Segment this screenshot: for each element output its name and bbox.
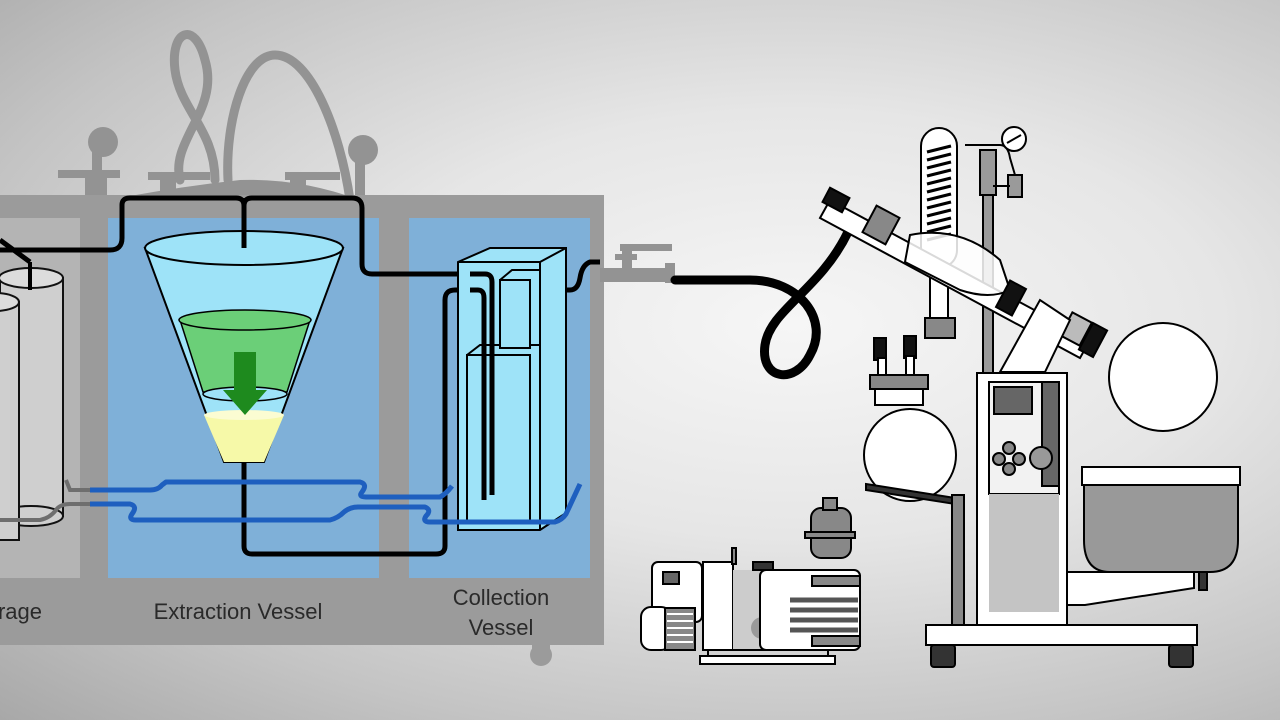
control-button-left xyxy=(992,452,1006,466)
rotavap-base xyxy=(925,624,1198,646)
extract-liquid xyxy=(204,415,284,462)
rotary-evaporator xyxy=(818,126,1241,668)
control-button-right xyxy=(1012,452,1026,466)
storage-cylinders xyxy=(0,267,64,541)
vacuum-pump xyxy=(640,497,861,665)
heating-bath xyxy=(1083,484,1239,573)
coolant-lines xyxy=(90,479,583,525)
storage-label: rage xyxy=(0,599,43,624)
outlet-valve xyxy=(600,244,675,283)
extraction-vessel-label: Extraction Vessel xyxy=(153,599,323,624)
hose-loops-silhouette xyxy=(169,30,355,205)
downward-arrow-icon xyxy=(223,352,267,415)
vacuum-hose xyxy=(670,227,853,380)
control-button-down xyxy=(1002,462,1016,476)
evaporating-flask xyxy=(1108,322,1218,432)
display-screen xyxy=(993,386,1033,415)
collection-vessel-label-line2: Vessel xyxy=(468,615,534,640)
collection-vessel-label-line1: Collection xyxy=(452,585,550,610)
control-knob xyxy=(1029,446,1053,470)
control-button-up xyxy=(1002,441,1016,455)
receiving-flask xyxy=(863,408,957,502)
heating-bath-rim xyxy=(1081,466,1241,486)
